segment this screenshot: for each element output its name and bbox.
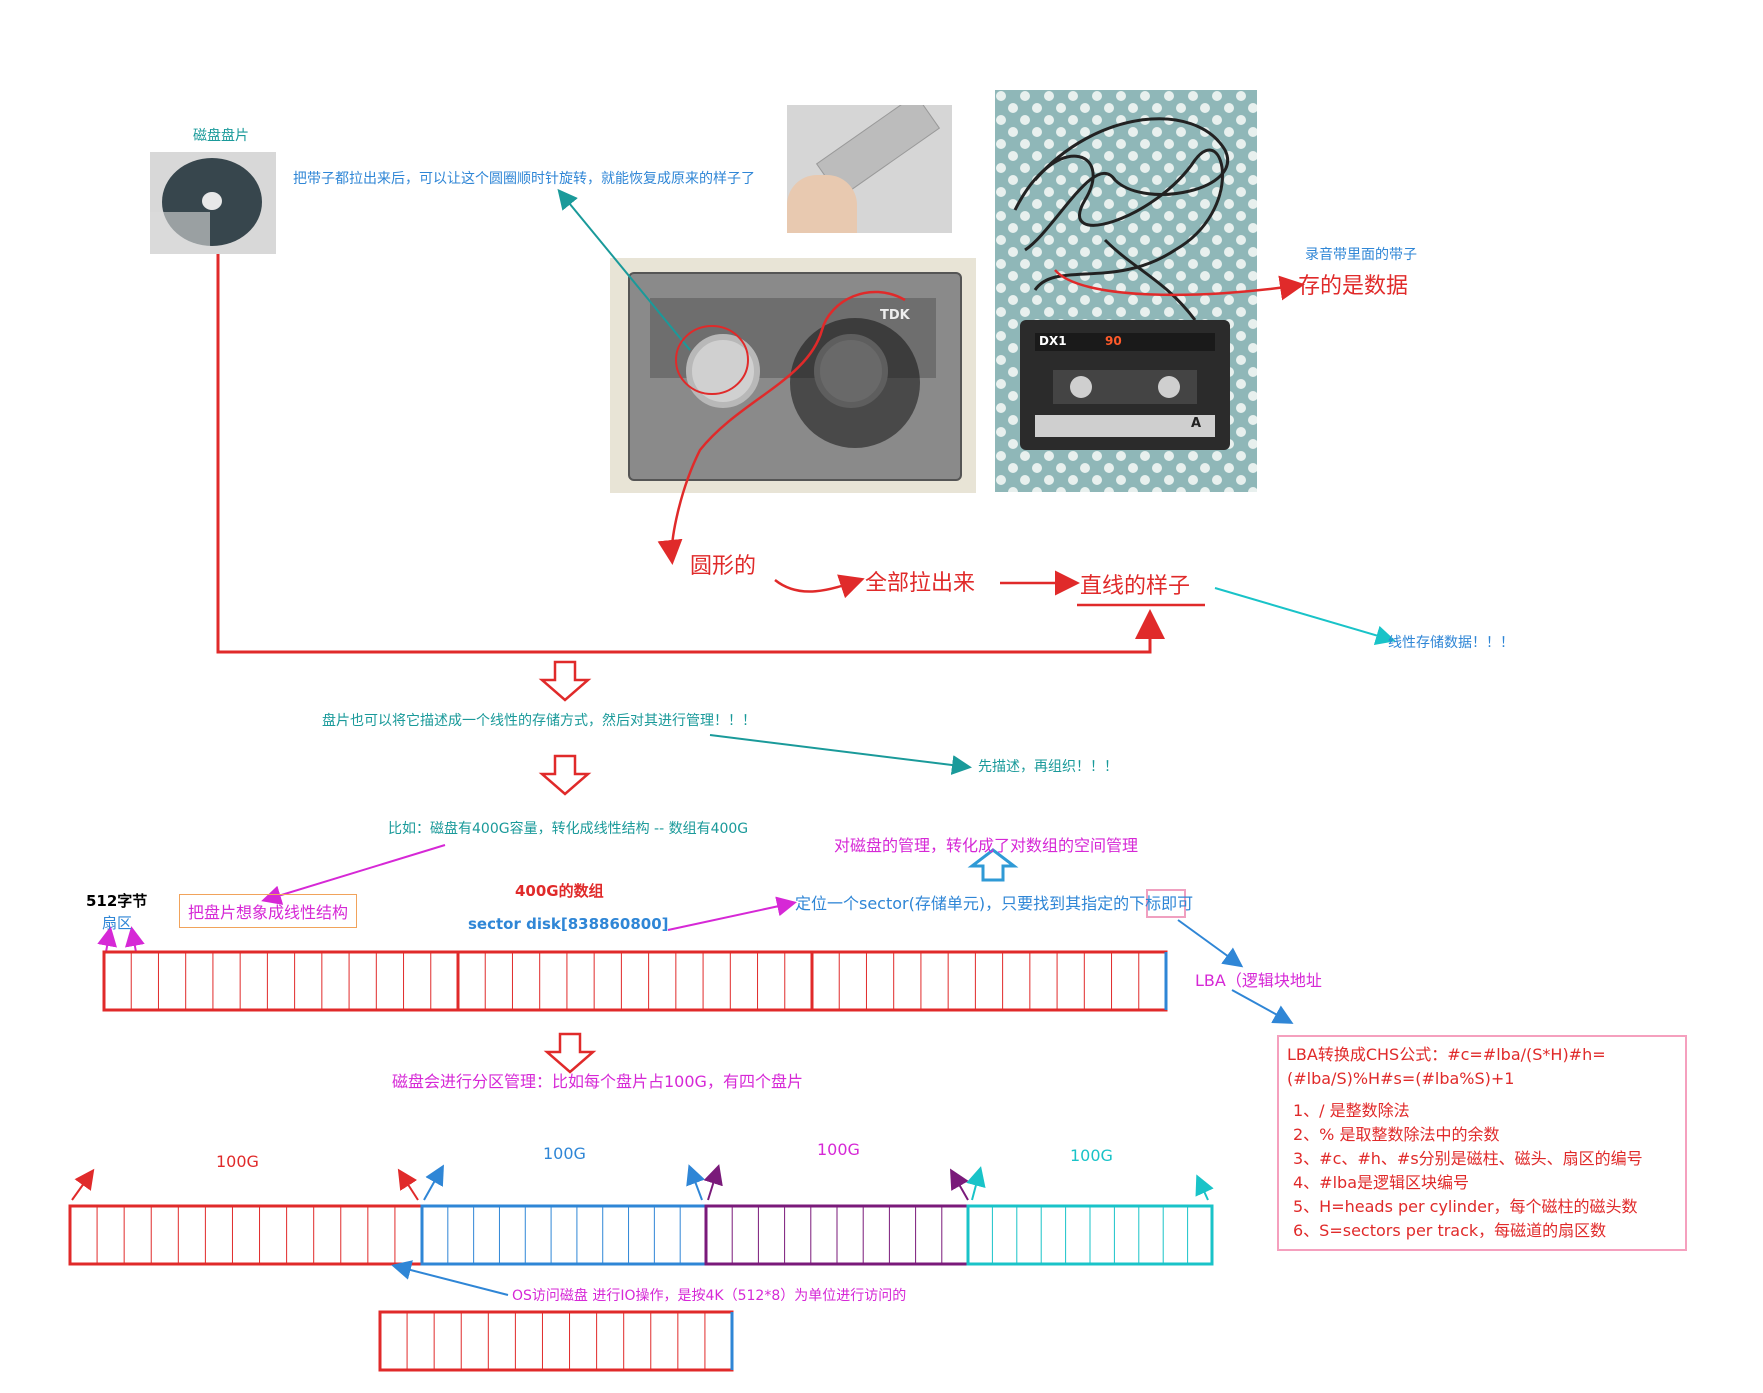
- partition-3-label: 100G: [817, 1140, 860, 1159]
- partition-array: [68, 1204, 1214, 1266]
- example-to-imagine-arrow: [261, 844, 446, 905]
- index-highlight-box: [1146, 889, 1186, 918]
- p2-arrow-r: [686, 1164, 705, 1201]
- tape-inside-label: 录音带里面的带子: [1305, 247, 1417, 263]
- tape-to-data-arrow: [1054, 269, 1305, 301]
- linear-storage-label: 线性存储数据！！！: [1388, 635, 1514, 651]
- lba-label: LBA（逻辑块地址: [1195, 971, 1322, 990]
- circular-label: 圆形的: [690, 554, 757, 579]
- reel-note-arrow: [557, 188, 691, 351]
- disk-platter-label: 磁盘盘片: [193, 128, 249, 144]
- down-arrow-1: [538, 660, 592, 702]
- cassette-model-label: DX1: [1039, 334, 1067, 348]
- locate-sector-label: 定位一个sector(存储单元)，只要找到其指定的下标即可: [795, 894, 1194, 913]
- cassette-tdk-photo: TDK: [610, 258, 976, 493]
- sectordisk-to-locate-arrow: [667, 896, 797, 931]
- p1-arrow-r: [397, 1168, 419, 1201]
- cassette-side-label: A: [1191, 416, 1202, 431]
- formula-item: 4、#lba是逻辑区块编号: [1293, 1173, 1469, 1192]
- p1-arrow-l: [71, 1168, 95, 1201]
- example-400g-label: 比如：磁盘有400G容量，转化成线性结构 -- 数组有400G: [388, 821, 749, 837]
- imagine-linear-box: 把盘片想象成线性结构: [179, 894, 358, 928]
- circular-to-pullout-arrow: [774, 574, 865, 599]
- down-arrow-2: [538, 754, 592, 796]
- stores-data-label: 存的是数据: [1298, 274, 1409, 299]
- describe-organize-label: 先描述，再组织！！！: [978, 759, 1118, 775]
- cassette-type-label: 90: [1105, 334, 1122, 348]
- sector-label: 扇区: [102, 914, 133, 932]
- partition-2-frame: [420, 1204, 708, 1266]
- cassette-brand-label: TDK: [880, 308, 910, 323]
- partition-4-label: 100G: [1070, 1146, 1113, 1165]
- cassette-hand-photo: [787, 105, 952, 233]
- os-access-label: OS访问磁盘 进行IO操作，是按4K（512*8）为单位进行访问的: [512, 1288, 907, 1304]
- pull-all-out-label: 全部拉出来: [865, 571, 976, 596]
- sector-disk-label: sector disk[838860800]: [468, 915, 669, 933]
- partition-1-frame: [68, 1204, 424, 1266]
- cassette-tangled-photo: DX1 90 A: [995, 90, 1257, 492]
- formula-item: 1、/ 是整数除法: [1293, 1101, 1410, 1120]
- formula-item: 5、H=heads per cylinder，每个磁柱的磁头数: [1293, 1197, 1638, 1216]
- straight-to-linear-arrow: [1214, 587, 1396, 646]
- sector-size-label: 512字节: [86, 892, 148, 910]
- formula-items: 1、/ 是整数除法 2、% 是取整数除法中的余数 3、#c、#h、#s分别是磁柱、磁…: [1287, 1099, 1677, 1243]
- partition-1-label: 100G: [216, 1152, 259, 1171]
- io-block-frame: [378, 1310, 734, 1372]
- array-400g-label: 400G的数组: [515, 882, 604, 900]
- p3-arrow-r: [950, 1168, 969, 1201]
- p4-arrow-r: [1195, 1174, 1214, 1201]
- platter-linear-label: 盘片也可以将它描述成一个线性的存储方式，然后对其进行管理！！！: [322, 713, 756, 729]
- imagine-linear-label: 把盘片想象成线性结构: [188, 903, 349, 922]
- p4-arrow-l: [966, 1166, 986, 1201]
- down-arrow-3: [543, 1032, 597, 1074]
- index-to-lba-arrow: [1177, 919, 1244, 968]
- reel-curve-to-circular: [657, 290, 906, 565]
- straight-label: 直线的样子: [1080, 574, 1191, 599]
- formula-item: 2、% 是取整数除法中的余数: [1293, 1125, 1500, 1144]
- sector-arrow-left: [97, 926, 117, 953]
- lba-to-formula-arrow: [1231, 989, 1294, 1024]
- disk-platter-photo: [150, 152, 276, 254]
- sector-arrow-right: [125, 926, 145, 953]
- p3-arrow-l: [703, 1164, 723, 1201]
- array-seg-2-frame: [456, 950, 814, 1012]
- reel-circle-mark: [675, 325, 749, 395]
- formula-item: 6、S=sectors per track，每磁道的扇区数: [1293, 1221, 1607, 1240]
- io-block-array: [378, 1310, 734, 1372]
- os-access-arrow: [391, 1260, 509, 1296]
- array-seg-3-frame: [810, 950, 1168, 1012]
- describe-organize-arrow: [709, 734, 972, 775]
- lba-chs-formula-box: LBA转换成CHS公式：#c=#lba/(S*H)#h=(#lba/S)%H#s…: [1277, 1035, 1687, 1251]
- partition-mgmt-label: 磁盘会进行分区管理：比如每个盘片占100G，有四个盘片: [392, 1072, 803, 1091]
- tangled-tape-graphic: [995, 90, 1257, 492]
- disk-to-linear-connector: [216, 254, 1165, 654]
- pull-out-note: 把带子都拉出来后，可以让这个圆圈顺时针旋转，就能恢复成原来的样子了: [293, 171, 755, 187]
- p2-arrow-l: [423, 1164, 444, 1201]
- partition-2-label: 100G: [543, 1144, 586, 1163]
- linear-array: [102, 950, 1168, 1012]
- formula-title: LBA转换成CHS公式：#c=#lba/(S*H)#h=(#lba/S)%H#s…: [1287, 1045, 1606, 1088]
- disk-mgmt-array-label: 对磁盘的管理，转化成了对数组的空间管理: [834, 836, 1139, 855]
- array-seg-1-frame: [102, 950, 460, 1012]
- formula-item: 3、#c、#h、#s分别是磁柱、磁头、扇区的编号: [1293, 1149, 1643, 1168]
- up-arrow-blue: [967, 848, 1019, 882]
